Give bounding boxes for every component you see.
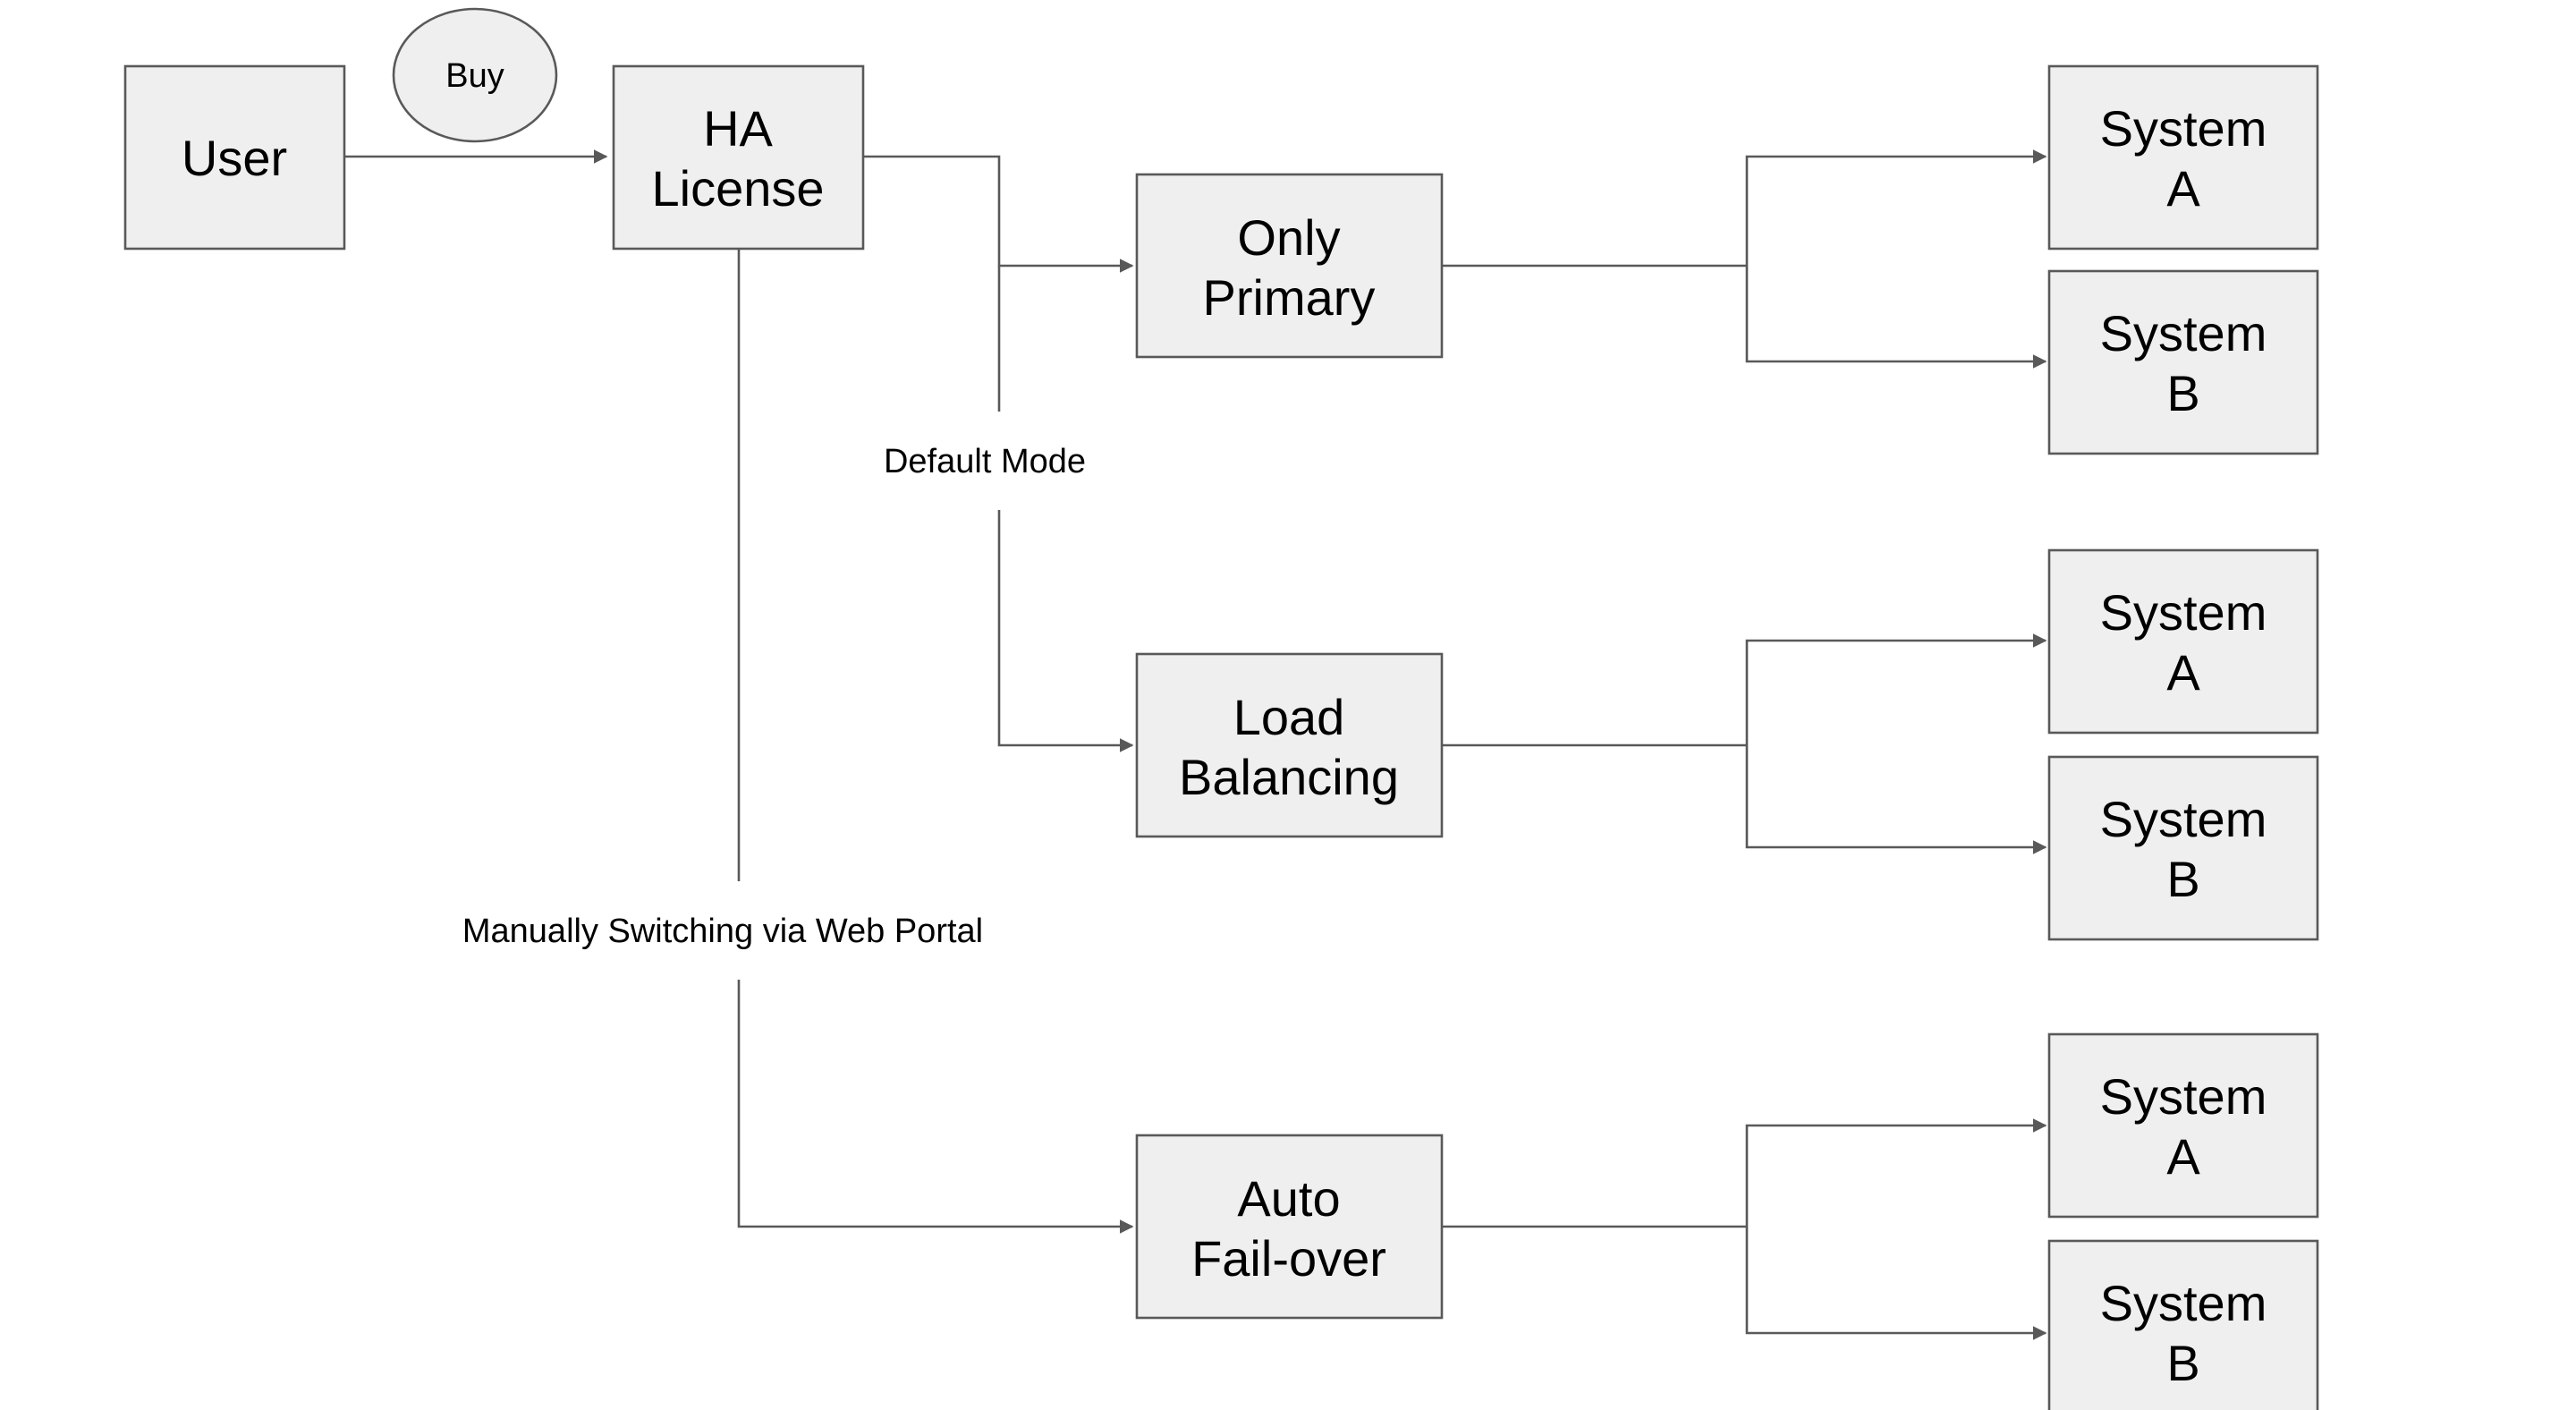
node-load-balancing-system-b-line-2: B (2166, 851, 2199, 907)
node-only-primary-system-b: System B (2047, 269, 2319, 455)
node-load-balancing-line-2: Balancing (1179, 749, 1399, 805)
buy-ellipse (392, 7, 558, 143)
node-only-primary-system-b-line-1: System (2100, 305, 2267, 361)
node-user-label: User (182, 130, 287, 186)
node-ha-license: HA License (612, 64, 865, 251)
node-load-balancing-system-a: System A (2047, 548, 2319, 735)
node-only-primary-line-1: Only (1237, 209, 1340, 266)
node-only-primary: Only Primary (1135, 173, 1444, 359)
buy-label: Buy (445, 57, 504, 95)
node-load-balancing-system-a-line-1: System (2100, 584, 2267, 641)
edges (344, 149, 2047, 1340)
node-auto-failover-system-a-line-2: A (2166, 1128, 2200, 1185)
node-ha-license-line-1: HA (703, 100, 773, 157)
edge-load-balancing-to-system-b (1745, 745, 2047, 854)
node-auto-failover-system-b-line-1: System (2100, 1275, 2267, 1331)
node-only-primary-system-a-line-1: System (2100, 100, 2267, 157)
node-only-primary-system-b-line-2: B (2166, 365, 2199, 421)
edge-load-balancing-to-system-a (1745, 633, 2047, 745)
node-auto-failover-line-2: Fail-over (1191, 1230, 1386, 1287)
node-only-primary-system-a-line-2: A (2166, 160, 2200, 217)
edge-ha-license-to-only-primary (863, 155, 1134, 273)
node-load-balancing-system-a-line-2: A (2166, 644, 2200, 701)
edge-labels: Buy Default Mode Manually Switching via … (392, 7, 1086, 950)
node-auto-failover: Auto Fail-over (1135, 1134, 1444, 1320)
node-load-balancing-system-b-line-1: System (2100, 791, 2267, 847)
node-load-balancing: Load Balancing (1135, 652, 1444, 838)
edge-only-primary-to-system-a (1745, 149, 2047, 266)
edge-only-primary-to-system-b (1745, 266, 2047, 369)
node-auto-failover-system-b-line-2: B (2166, 1335, 2199, 1391)
node-load-balancing-line-1: Load (1233, 689, 1345, 745)
node-load-balancing-system-b: System B (2047, 755, 2319, 941)
edge-auto-failover-to-system-b (1745, 1227, 2047, 1340)
node-auto-failover-system-a: System A (2047, 1032, 2319, 1219)
nodes: User HA License Only Primary Load Balanc… (123, 64, 2319, 1410)
node-only-primary-system-a: System A (2047, 64, 2319, 251)
node-auto-failover-line-1: Auto (1237, 1170, 1340, 1227)
node-user: User (123, 64, 346, 251)
node-auto-failover-system-b: System B (2047, 1239, 2319, 1410)
manual-switch-label: Manually Switching via Web Portal (462, 913, 983, 950)
node-only-primary-line-2: Primary (1203, 269, 1376, 326)
node-ha-license-line-2: License (651, 160, 824, 217)
edge-manual-switch-to-auto-failover (737, 980, 1134, 1234)
edge-auto-failover-to-system-a (1745, 1118, 2047, 1227)
node-auto-failover-system-a-line-1: System (2100, 1068, 2267, 1125)
edge-default-mode-to-load-balancing (997, 510, 1134, 752)
default-mode-label: Default Mode (884, 443, 1086, 480)
